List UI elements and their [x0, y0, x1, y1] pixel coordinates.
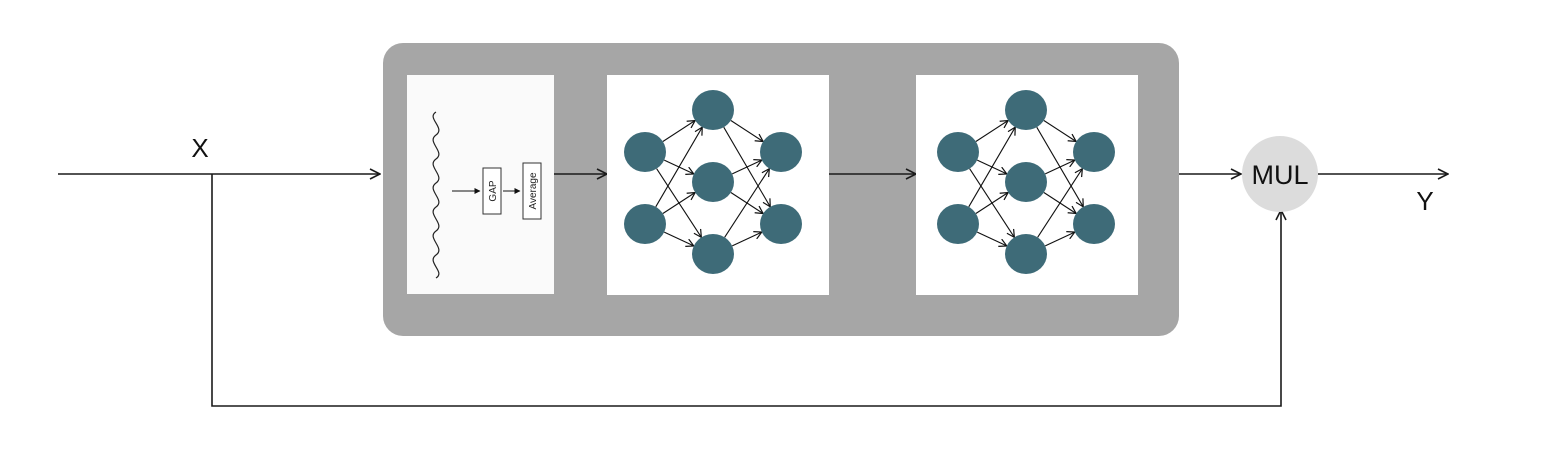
network-node [760, 204, 802, 244]
gap-box [482, 167, 502, 215]
network-edge [662, 121, 695, 142]
skip-connection [211, 174, 1281, 407]
network-edge [731, 232, 762, 247]
network-edge [655, 127, 702, 208]
fc-panel-1 [607, 75, 829, 295]
network-edge [1043, 120, 1076, 142]
network-edge [975, 193, 1008, 214]
network-edge [731, 160, 762, 175]
network-node [692, 234, 734, 274]
neural-network-1 [624, 90, 802, 274]
average-box [522, 162, 542, 220]
average-label: Average [528, 172, 539, 210]
mul-label: MUL [1251, 160, 1308, 190]
network-node [1005, 90, 1047, 130]
network-edge [976, 231, 1007, 246]
output-label: Y [1416, 186, 1433, 216]
network-edge [730, 120, 763, 142]
network-node [1073, 132, 1115, 172]
network-edge [975, 121, 1008, 142]
waveform-icon [432, 111, 440, 279]
network-node [692, 162, 734, 202]
network-node [1005, 234, 1047, 274]
pooling-panel: GAP Average [407, 75, 554, 294]
input-label: X [191, 133, 208, 163]
gap-label: GAP [488, 180, 499, 201]
network-edge [968, 127, 1015, 208]
neural-network-2 [937, 90, 1115, 274]
network-edge [1037, 169, 1083, 238]
fc-panel-2 [916, 75, 1138, 295]
network-edge [1044, 232, 1075, 247]
network-node [692, 90, 734, 130]
network-node [937, 204, 979, 244]
network-node [937, 132, 979, 172]
network-node [1073, 204, 1115, 244]
network-node [624, 132, 666, 172]
network-edge [724, 169, 770, 238]
network-node [1005, 162, 1047, 202]
network-node [624, 204, 666, 244]
network-edge [663, 231, 694, 246]
network-edge [662, 193, 695, 214]
network-node [760, 132, 802, 172]
network-edge [1044, 160, 1075, 175]
mul-node [1242, 136, 1318, 212]
